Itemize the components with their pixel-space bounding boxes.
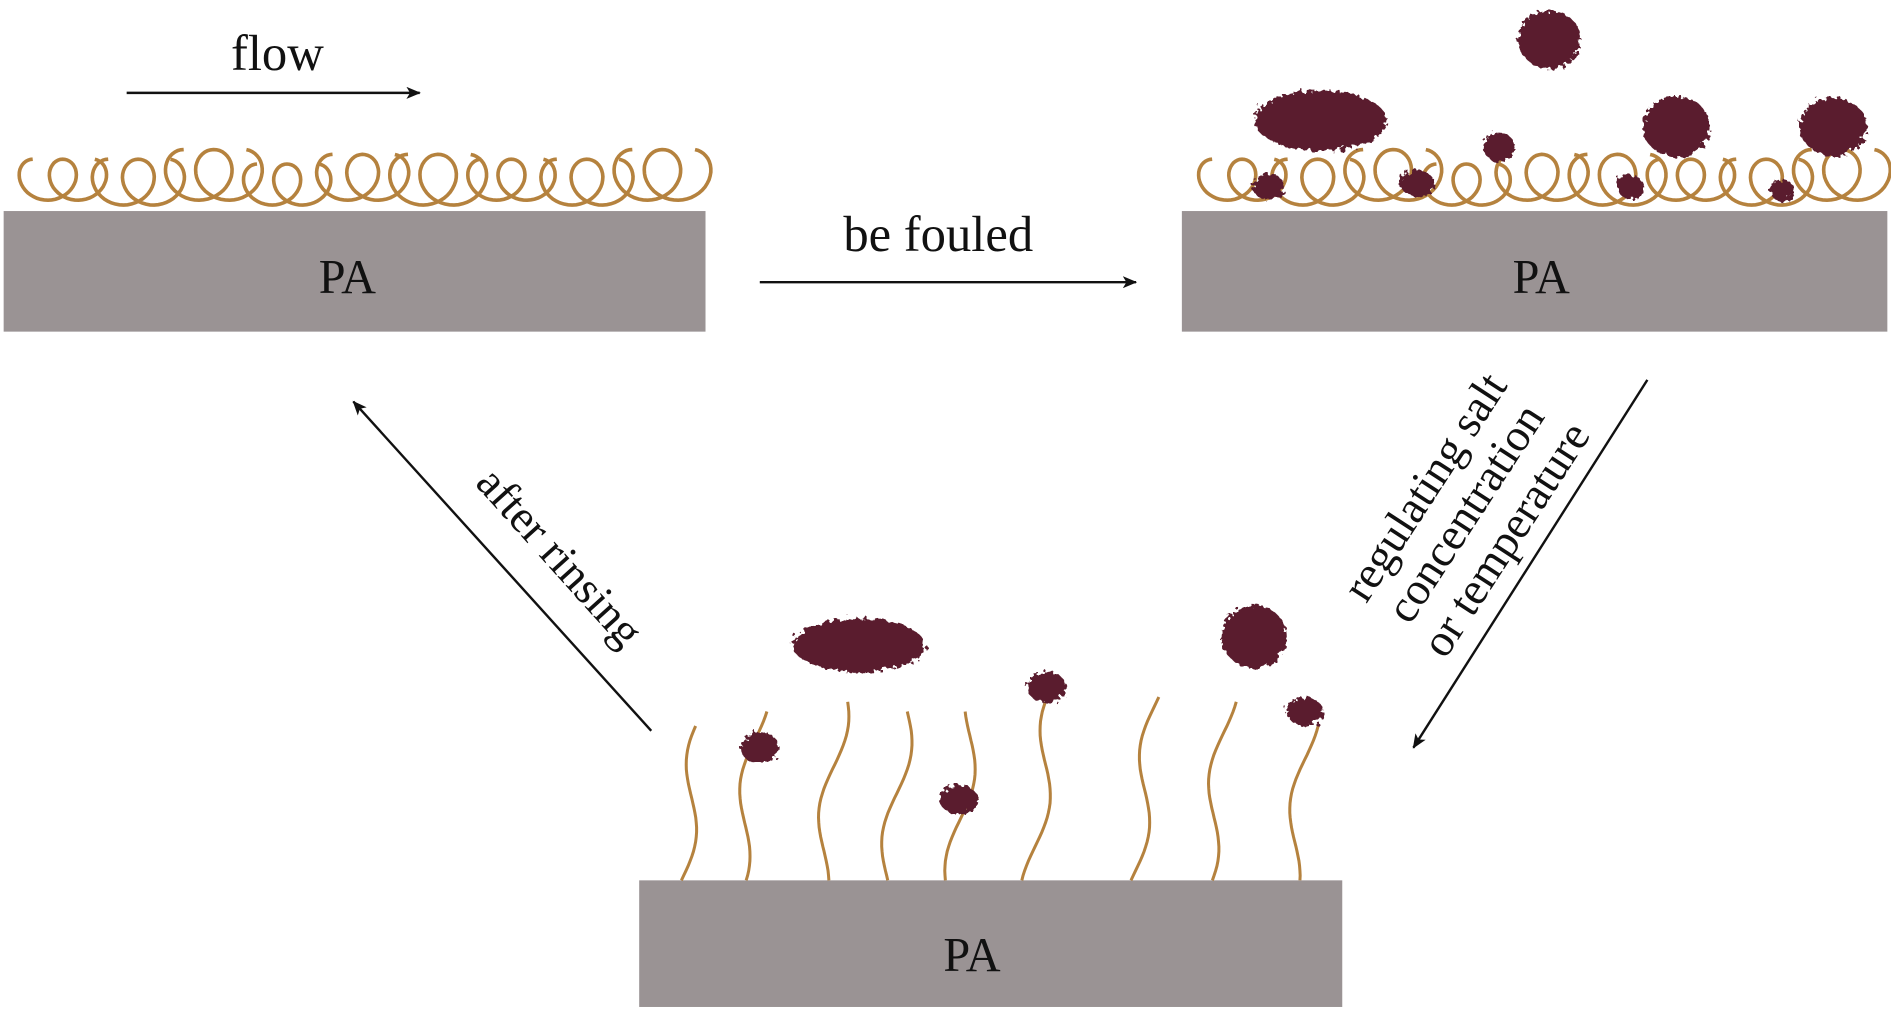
- pa-label: PA: [1513, 251, 1570, 304]
- foulant-particle: [1027, 671, 1067, 704]
- foulant-particle: [939, 785, 979, 815]
- foulant-particle: [1483, 132, 1515, 162]
- foulant-particle: [1617, 174, 1644, 199]
- foulant-particle: [1642, 96, 1711, 157]
- foulant-particle: [1286, 697, 1323, 726]
- polymer-coil: [612, 147, 713, 203]
- pa-label: PA: [943, 929, 1000, 982]
- regulating-label: regulating salt concentration or tempera…: [1332, 363, 1600, 665]
- stretched-polymer-brushes: [680, 696, 1320, 881]
- membrane-top-right: PA: [1181, 211, 1888, 332]
- foulant-particle: [792, 618, 925, 672]
- polymer-coil: [539, 157, 635, 207]
- foulant-particle: [1400, 170, 1434, 197]
- polymer-coil: [1494, 152, 1590, 203]
- polymer-coil: [1421, 162, 1513, 207]
- polymer-coil: [1791, 147, 1891, 203]
- membrane-top-left: PA: [3, 211, 706, 332]
- polymer-chain: [1288, 725, 1320, 881]
- pa-label: PA: [319, 251, 376, 304]
- foulant-particle: [740, 732, 780, 764]
- foulants: [740, 10, 1867, 815]
- coiled-polymer-brushes-clean: [17, 147, 713, 207]
- flow-label: flow: [231, 25, 324, 81]
- membrane-bottom: PA: [639, 880, 1343, 1007]
- polymer-coil: [314, 152, 411, 203]
- foulant-particle: [1799, 97, 1867, 156]
- polymer-coil: [241, 162, 333, 207]
- polymer-chain: [817, 701, 851, 881]
- polymer-chain: [1020, 701, 1052, 881]
- polymer-chain: [1207, 701, 1238, 881]
- foulant-particle: [1770, 179, 1795, 202]
- polymer-coil: [1718, 157, 1815, 207]
- foulant-particle: [1221, 605, 1287, 669]
- polymer-chain: [680, 725, 699, 881]
- foulant-particle: [1518, 10, 1582, 69]
- polymer-chain: [1129, 696, 1161, 881]
- foulant-particle: [1254, 90, 1387, 151]
- polymer-coil: [1343, 147, 1444, 203]
- after-rinsing-arrow: [352, 400, 653, 732]
- polymer-coil: [90, 157, 187, 207]
- polymer-coil: [163, 147, 265, 203]
- polymer-chain: [880, 711, 914, 881]
- foulant-particle: [1253, 173, 1285, 201]
- be-fouled-label: be fouled: [843, 206, 1033, 262]
- regulating-arrow: [1412, 379, 1649, 749]
